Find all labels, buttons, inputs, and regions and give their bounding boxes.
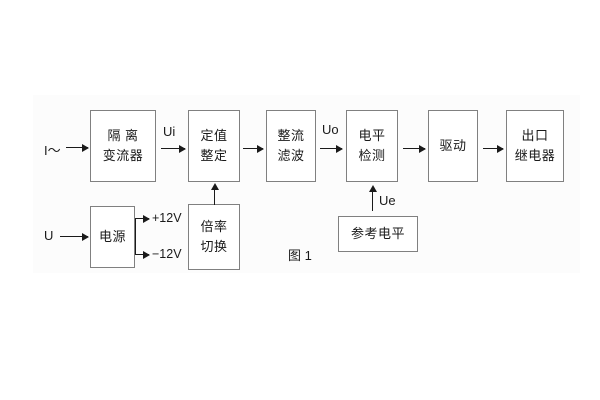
block-level-detect-line-1: 电平 (358, 127, 386, 143)
block-driver: 驱动 (428, 110, 478, 182)
arrow-driver-to-output-relay (483, 144, 504, 153)
block-setpoint: 定值整定 (188, 110, 240, 182)
block-ratio-switch-line-1: 倍率 (200, 218, 228, 234)
negative-rail-label: −12V (152, 247, 182, 261)
arrow-current-input-to-isolation-ct (66, 143, 89, 152)
block-level-detect: 电平检测 (346, 110, 398, 182)
arrow-reference-level-to-level-detect (368, 185, 377, 211)
block-output-relay: 出口继电器 (506, 110, 564, 182)
uo-signal-label: Uo (322, 122, 339, 137)
arrow-rectify-filter-to-level-detect (320, 144, 343, 153)
arrow-setpoint-to-rectify-filter (243, 144, 264, 153)
block-isolation-ct-line-1: 隔 离 (107, 127, 139, 143)
arrow-level-detect-to-driver (403, 144, 426, 153)
block-output-relay-line-2: 继电器 (514, 148, 556, 163)
block-output-relay-line-1: 出口 (521, 127, 549, 143)
arrow-voltage-input-to-power-supply (60, 232, 89, 241)
power-rail-bus-line (135, 218, 136, 254)
arrow-power-supply-to-negative-rail (135, 250, 150, 259)
figure-caption: 图 1 (288, 248, 312, 263)
block-ratio-switch-line-2: 切换 (200, 239, 228, 254)
block-reference-level: 参考电平 (338, 216, 418, 252)
block-isolation-ct-line-2: 变流器 (102, 148, 144, 163)
block-setpoint-line-1: 定值 (200, 127, 228, 143)
ui-signal-label: Ui (163, 124, 176, 139)
voltage-input-label: U (44, 228, 54, 243)
arrow-power-supply-to-positive-rail (135, 214, 150, 223)
block-rectify-filter-line-1: 整流 (277, 127, 305, 143)
block-power-supply-line-1: 电源 (98, 229, 126, 245)
block-isolation-ct: 隔 离变流器 (90, 110, 156, 182)
ue-signal-label: Ue (379, 193, 396, 208)
block-reference-level-line-1: 参考电平 (350, 226, 405, 242)
block-level-detect-line-2: 检测 (358, 148, 386, 163)
block-rectify-filter-line-2: 滤波 (277, 148, 305, 163)
block-rectify-filter: 整流滤波 (266, 110, 316, 182)
block-driver-line-1: 驱动 (439, 138, 467, 154)
block-ratio-switch: 倍率切换 (188, 204, 240, 270)
block-power-supply: 电源 (90, 206, 135, 268)
arrow-ratio-switch-to-setpoint (210, 183, 219, 205)
block-setpoint-line-2: 整定 (200, 148, 228, 163)
current-input-label: I～ (44, 143, 61, 158)
arrow-isolation-ct-to-setpoint (161, 144, 186, 153)
positive-rail-label: +12V (152, 211, 182, 225)
